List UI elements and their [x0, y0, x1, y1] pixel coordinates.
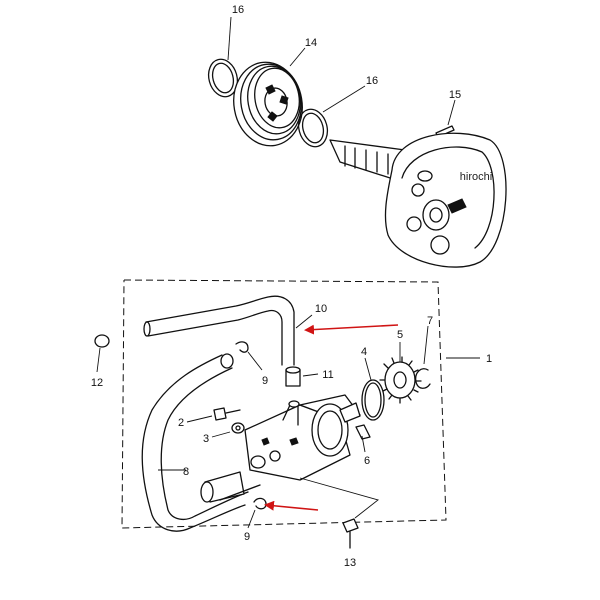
part-label-6: 6	[364, 455, 370, 467]
red-arrow-hose	[304, 324, 399, 335]
clip-9-lower	[247, 497, 267, 529]
hose-10	[143, 295, 313, 366]
screw-2	[186, 407, 241, 423]
o-ring-4	[361, 357, 385, 421]
drive-gear-14	[233, 47, 306, 147]
circlip-16-right	[297, 85, 366, 148]
part-label-16-left: 16	[232, 4, 244, 16]
part-label-1: 1	[486, 353, 492, 365]
watermark: hirochi	[460, 171, 492, 183]
part-label-16-right: 16	[366, 75, 378, 87]
joint-11	[285, 366, 319, 387]
circlip-16-left	[207, 16, 239, 98]
pin-6	[355, 424, 371, 453]
washer-3	[211, 422, 245, 438]
circlip-7	[415, 325, 431, 389]
red-arrow-clip	[264, 500, 319, 511]
crankshaft	[329, 132, 507, 268]
part-label-9-upper: 9	[262, 375, 268, 387]
kit-outline-1	[121, 279, 447, 529]
part-label-4: 4	[361, 346, 367, 358]
hose-8	[141, 353, 249, 532]
part-label-13: 13	[344, 557, 356, 569]
bolt-13	[299, 477, 379, 549]
part-label-5: 5	[397, 329, 403, 341]
part-label-14: 14	[305, 37, 317, 49]
pin-15	[435, 99, 456, 138]
part-label-9-lower: 9	[244, 531, 250, 543]
pump-gear-5	[379, 342, 422, 404]
part-label-7: 7	[427, 315, 433, 327]
part-label-3: 3	[203, 433, 209, 445]
part-label-2: 2	[178, 417, 184, 429]
part-label-12: 12	[91, 377, 103, 389]
clip-9-upper	[235, 341, 263, 371]
part-label-11: 11	[322, 369, 333, 381]
part-label-15: 15	[449, 89, 461, 101]
part-label-8: 8	[183, 466, 189, 478]
part-label-10: 10	[315, 303, 327, 315]
oil-pump	[200, 394, 361, 503]
hose-cap-12	[94, 334, 110, 373]
